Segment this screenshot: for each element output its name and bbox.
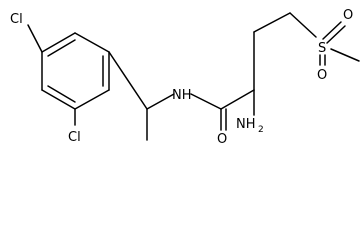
bond-ring-ch xyxy=(108,51,148,110)
ring-bond-3 xyxy=(74,89,110,110)
sulfur-label: S xyxy=(318,41,326,56)
bond-ch2-ch2 xyxy=(253,12,291,33)
ring-bond-6-inner xyxy=(47,39,76,57)
molecule-structure: Cl Cl NH O NH 2 S O O xyxy=(10,8,360,147)
atom-labels: Cl Cl NH O NH 2 S O O xyxy=(10,8,353,147)
amide-nitrogen-label: NH xyxy=(172,88,192,103)
bond-carbonyl-alpha xyxy=(220,89,255,110)
bond-s-o-top-2 xyxy=(326,25,346,44)
bond-cl-top xyxy=(27,24,43,53)
ring-bond-4-inner xyxy=(47,85,76,103)
ring-bond-1 xyxy=(74,32,110,53)
bond-nh-carbonyl xyxy=(190,93,222,110)
bond-ch2-s xyxy=(289,12,317,38)
ring-bond-6 xyxy=(41,32,76,53)
bonds xyxy=(27,12,360,141)
ring-bond-4 xyxy=(41,89,76,110)
bond-s-o-top-1 xyxy=(322,21,342,40)
chlorine-label-top: Cl xyxy=(10,12,23,27)
chlorine-label-bottom: Cl xyxy=(68,130,81,145)
carbonyl-oxygen-label: O xyxy=(217,132,227,147)
bond-s-methyl xyxy=(330,48,360,62)
bond-ch-nh xyxy=(146,93,175,110)
sulfonyl-oxygen-label-bottom: O xyxy=(317,68,327,83)
amine-subscript: 2 xyxy=(258,125,264,135)
amine-nitrogen-label: NH xyxy=(236,117,256,132)
sulfonyl-oxygen-label-top: O xyxy=(343,8,353,23)
